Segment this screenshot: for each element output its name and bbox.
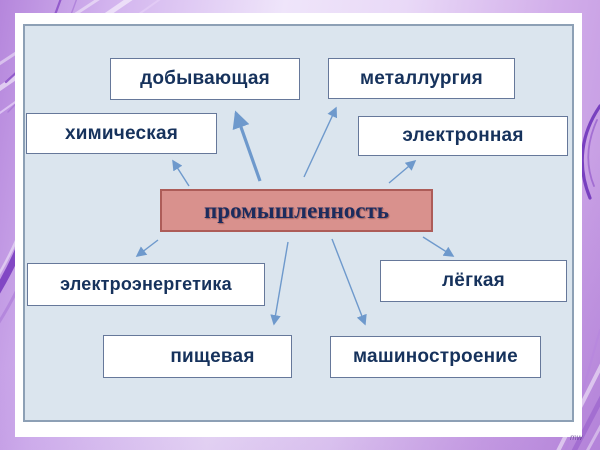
node-pishchevaya: пищевая: [103, 335, 292, 378]
node-label: добывающая: [140, 68, 270, 89]
watermark: mw: [570, 433, 583, 442]
node-label: химическая: [64, 122, 179, 144]
node-mashinostroenie: машиностроение: [330, 336, 541, 378]
center-node-label: промышленность: [204, 197, 389, 223]
center-node-promyshlennost: промышленность: [160, 189, 433, 232]
node-label: электроэнергетика: [60, 274, 232, 294]
node-label: металлургия: [360, 67, 483, 89]
node-label: пищевая: [170, 345, 255, 367]
node-lyogkaya: лёгкая: [380, 260, 567, 302]
node-khimicheskaya: химическая: [26, 113, 217, 154]
node-label: лёгкая: [442, 270, 505, 291]
node-label: машиностроение: [353, 346, 518, 367]
node-label: электронная: [402, 125, 524, 146]
node-metallurgiya: металлургия: [328, 58, 515, 99]
node-elektronnaya: электронная: [358, 116, 568, 156]
node-elektroenergetika: электроэнергетика: [27, 263, 265, 306]
node-dobyvayushchaya: добывающая: [110, 58, 300, 100]
